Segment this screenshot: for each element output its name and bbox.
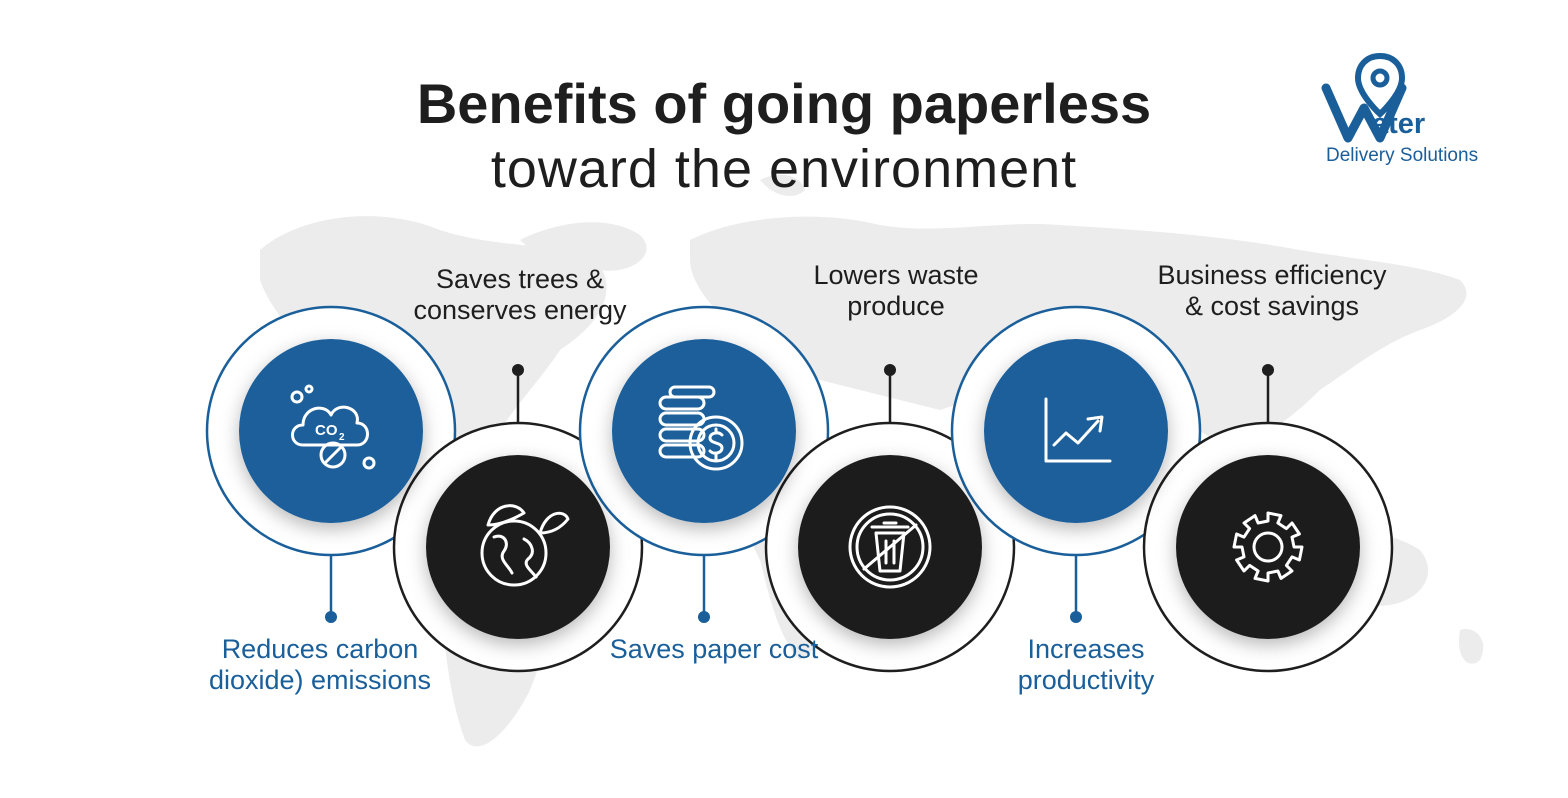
growth-chart-icon bbox=[1044, 397, 1112, 463]
benefit-disc bbox=[1176, 455, 1360, 639]
coins-dollar-icon bbox=[658, 385, 744, 471]
connector-dot bbox=[1070, 611, 1082, 623]
benefit-label-waste: Lowers waste produce bbox=[813, 260, 979, 321]
benefit-disc bbox=[426, 455, 610, 639]
earth-leaves-icon bbox=[480, 504, 570, 587]
connector-dot bbox=[1262, 364, 1274, 376]
benefit-label-trees: Saves trees & conserves energy bbox=[413, 264, 627, 325]
gear-icon bbox=[1232, 511, 1304, 583]
inner-disc bbox=[239, 339, 423, 523]
water-logo-mark bbox=[1321, 52, 1407, 143]
connector-dot bbox=[884, 364, 896, 376]
no-trash-icon bbox=[848, 505, 932, 589]
benefit-disc bbox=[984, 339, 1168, 523]
logo-tagline: Delivery Solutions bbox=[1326, 145, 1479, 166]
benefit-label-paper-cost: Saves paper cost bbox=[609, 634, 819, 664]
company-logo: ater Delivery Solutions bbox=[1318, 52, 1508, 172]
benefit-disc bbox=[612, 339, 796, 523]
connector-dot bbox=[325, 611, 337, 623]
logo-word: ater bbox=[1372, 108, 1426, 140]
svg-text:2: 2 bbox=[339, 432, 345, 443]
inner-disc bbox=[1176, 455, 1360, 639]
benefit-label-productivity: Increases productivity bbox=[1017, 634, 1155, 695]
page-subtitle: toward the environment bbox=[490, 139, 1078, 199]
inner-disc bbox=[984, 339, 1168, 523]
connector-dot bbox=[698, 611, 710, 623]
benefit-label-efficiency: Business efficiency & cost savings bbox=[1157, 260, 1387, 321]
connector-dot bbox=[512, 364, 524, 376]
svg-text:CO: CO bbox=[315, 422, 338, 439]
benefit-disc bbox=[798, 455, 982, 639]
inner-disc bbox=[426, 455, 610, 639]
page-title: Benefits of going paperless bbox=[416, 72, 1152, 135]
benefit-label-co2: Reduces carbon dioxide) emissions bbox=[208, 634, 432, 695]
